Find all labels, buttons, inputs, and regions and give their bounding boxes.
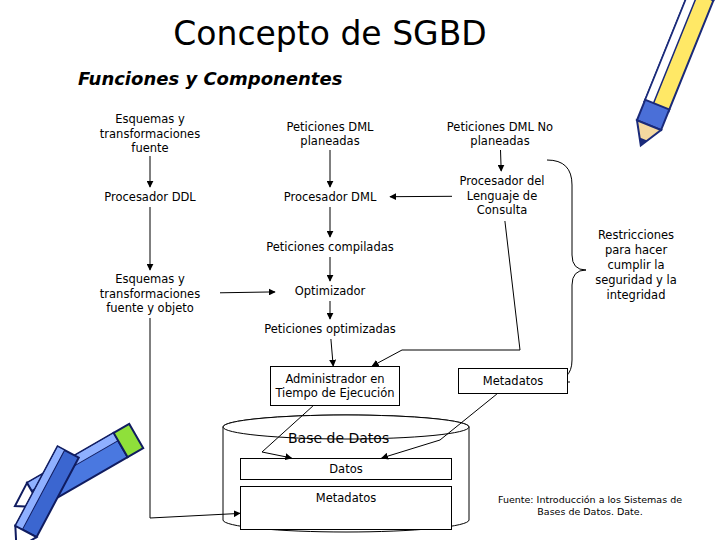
flow-arrow: [390, 196, 452, 197]
node-text: Procesador del Lenguaje de Consulta: [452, 174, 552, 217]
flow-arrow: [150, 207, 151, 270]
compiled-requests: Peticiones compiladas: [252, 237, 408, 257]
database-heading: Base de Datos: [288, 430, 389, 448]
node-text: Peticiones compiladas: [266, 240, 394, 254]
database-cylinder: Base de DatosDatosMetadatos: [222, 414, 470, 534]
node-text: Datos: [329, 462, 362, 476]
pencil-illustration: [8, 424, 143, 518]
source-schema-text: Esquemas y transformaciones fuente: [80, 112, 220, 156]
flow-arrow: [220, 291, 275, 293]
node-text: Peticiones optimizadas: [264, 322, 396, 336]
object-schema-text: Esquemas y transformaciones fuente y obj…: [80, 270, 220, 318]
bracket: [547, 160, 586, 382]
node-text: Optimizador: [295, 284, 366, 298]
source-note: Fuente: Introducción a los Sistemas de B…: [488, 494, 692, 519]
metadata-box: Metadatos: [240, 486, 452, 530]
pencil-illustration: [6, 446, 79, 540]
flow-arrow: [500, 150, 502, 171]
node-text: Procesador DDL: [104, 190, 196, 204]
pencil-illustration: [629, 0, 720, 150]
flow-arrow: [372, 221, 520, 366]
query-processor: Procesador del Lenguaje de Consulta: [452, 171, 552, 221]
node-text: Metadatos: [316, 491, 376, 505]
node-text: Administrador en Tiempo de Ejecución: [271, 372, 399, 401]
dml-processor: Procesador DML: [270, 187, 390, 207]
node-text: Esquemas y transformaciones fuente: [80, 112, 220, 155]
ddl-processor: Procesador DDL: [95, 187, 205, 207]
diagram-title: Concepto de SGBD: [150, 14, 510, 53]
subtitle: Funciones y Componentes: [78, 68, 342, 89]
unplanned-dml-text: Peticiones DML No planeadas: [440, 118, 560, 150]
node-text: Peticiones DML No planeadas: [440, 120, 560, 149]
flow-arrow: [330, 301, 331, 319]
node-text: Procesador DML: [284, 190, 377, 204]
optimizer: Optimizador: [275, 281, 385, 301]
optimized-requests: Peticiones optimizadas: [252, 319, 408, 339]
flow-arrow: [330, 257, 331, 281]
metadata-box: Metadatos: [458, 368, 568, 394]
data-box: Datos: [240, 458, 452, 480]
flow-arrow: [150, 156, 151, 187]
flow-arrow: [331, 339, 333, 366]
constraint-note: Restricciones para hacer cumplir la segu…: [588, 228, 684, 303]
flow-arrow: [330, 150, 331, 187]
node-text: Esquemas y transformaciones fuente y obj…: [80, 272, 220, 315]
node-text: Peticiones DML planeadas: [265, 120, 395, 149]
runtime-manager: Administrador en Tiempo de Ejecución: [270, 366, 400, 406]
planned-dml-text: Peticiones DML planeadas: [265, 118, 395, 150]
flow-arrow: [330, 207, 331, 237]
node-text: Metadatos: [483, 374, 543, 388]
